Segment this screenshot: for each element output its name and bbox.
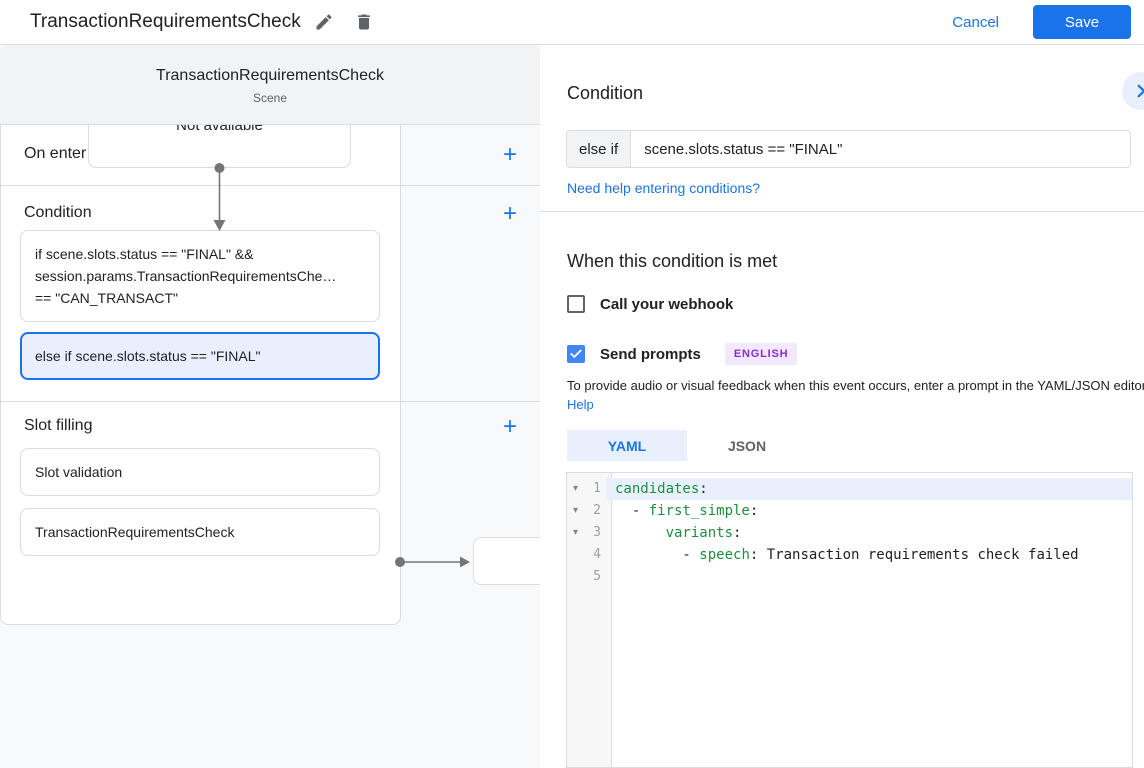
tab-json[interactable]: JSON	[687, 430, 807, 461]
line-number: 2	[593, 503, 601, 518]
on-enter-section: On enter +	[0, 126, 540, 186]
send-prompts-checkbox[interactable]	[567, 345, 585, 363]
condition-section-label: Condition	[24, 204, 92, 221]
fold-arrow-icon[interactable]: ▾	[572, 483, 579, 494]
prompt-help-link[interactable]: Help	[567, 397, 594, 412]
code-text[interactable]: variants:	[665, 525, 742, 541]
code-line: ▾ 1 candidates:	[567, 478, 1132, 500]
panel-title: Condition	[567, 83, 644, 103]
scene-title: TransactionRequirementsCheck	[30, 11, 301, 32]
code-line: ▾ 3 variants:	[567, 522, 1132, 544]
fold-spacer	[567, 566, 584, 588]
save-button[interactable]: Save	[1033, 5, 1131, 39]
transition-to-card: Transition to TransactionRequirementsChe…	[0, 45, 540, 625]
collapse-panel-button[interactable]	[1122, 72, 1144, 110]
line-number: 3	[593, 525, 601, 540]
tab-yaml[interactable]: YAML	[567, 430, 687, 461]
prompt-description: To provide audio or visual feedback when…	[567, 376, 1144, 414]
panel-divider	[540, 211, 1144, 212]
add-condition-button[interactable]: +	[496, 200, 524, 228]
cancel-button[interactable]: Cancel	[952, 13, 999, 31]
add-on-enter-button[interactable]: +	[496, 141, 524, 169]
delete-button[interactable]	[347, 5, 381, 39]
send-prompts-label: Send prompts	[600, 345, 701, 363]
code-text[interactable]	[606, 566, 1132, 588]
editor-gutter	[567, 473, 612, 767]
checkmark-icon	[569, 347, 583, 361]
add-slot-button[interactable]: +	[496, 413, 524, 441]
condition-expression-input[interactable]	[631, 131, 1130, 167]
transition-target-node[interactable]	[473, 537, 540, 585]
code-line: 5	[567, 566, 1132, 588]
webhook-checkbox[interactable]	[567, 295, 585, 313]
chevron-right-icon	[1132, 82, 1144, 100]
line-number: 5	[593, 569, 601, 584]
when-condition-met-title: When this condition is met	[567, 251, 778, 271]
fold-arrow-icon[interactable]: ▾	[572, 505, 579, 516]
fold-spacer	[567, 544, 584, 566]
call-webhook-row[interactable]: Call your webhook	[567, 295, 733, 313]
trash-icon	[354, 12, 374, 32]
edit-button[interactable]	[307, 5, 341, 39]
app-bar: TransactionRequirementsCheck Cancel Save	[0, 0, 1144, 45]
condition-item-selected[interactable]: else if scene.slots.status == "FINAL"	[20, 332, 380, 380]
code-line: 4 - speech: Transaction requirements che…	[567, 544, 1132, 566]
condition-item[interactable]: if scene.slots.status == "FINAL" && sess…	[20, 230, 380, 322]
scene-card-title: TransactionRequirementsCheck	[156, 67, 384, 84]
condition-prefix-label: else if	[567, 131, 632, 167]
pencil-icon	[314, 12, 334, 32]
fold-arrow-icon[interactable]: ▾	[572, 527, 579, 538]
yaml-code-editor[interactable]: ▾ 1 candidates: ▾ 2 - first_simple: ▾ 3 varian…	[566, 472, 1133, 768]
code-lines: ▾ 1 candidates: ▾ 2 - first_simple: ▾ 3 varian…	[567, 478, 1132, 588]
condition-input-group: else if	[566, 130, 1131, 168]
code-text[interactable]: - first_simple:	[615, 503, 759, 519]
code-line: ▾ 2 - first_simple:	[567, 500, 1132, 522]
send-prompts-row[interactable]: Send prompts ENGLISH	[567, 343, 798, 365]
condition-section: Condition + if scene.slots.status == "FI…	[0, 186, 540, 402]
webhook-label: Call your webhook	[600, 295, 734, 313]
line-number: 1	[593, 481, 601, 496]
code-text[interactable]: candidates:	[606, 478, 1132, 500]
slot-filling-section: Slot filling + Slot validation Transacti…	[0, 402, 540, 625]
on-enter-label: On enter	[24, 145, 87, 162]
line-number: 4	[593, 547, 601, 562]
scene-card-subtitle: Scene	[252, 91, 288, 105]
editor-tabs: YAML JSON	[567, 430, 807, 461]
slot-item[interactable]: Slot validation	[20, 448, 380, 496]
slot-item[interactable]: TransactionRequirementsCheck	[20, 508, 380, 556]
conditions-help-link[interactable]: Need help entering conditions?	[567, 180, 761, 196]
code-text[interactable]: - speech: Transaction requirements check…	[615, 547, 1079, 563]
prompt-description-text: To provide audio or visual feedback when…	[567, 378, 1144, 393]
scene-card-header[interactable]: TransactionRequirementsCheck Scene	[0, 45, 540, 125]
scene-canvas: Transition from Not available Transition…	[0, 45, 540, 768]
condition-editor-panel: Condition else if Need help entering con…	[540, 45, 1144, 768]
slot-filling-label: Slot filling	[24, 417, 93, 434]
language-badge: ENGLISH	[724, 343, 798, 365]
